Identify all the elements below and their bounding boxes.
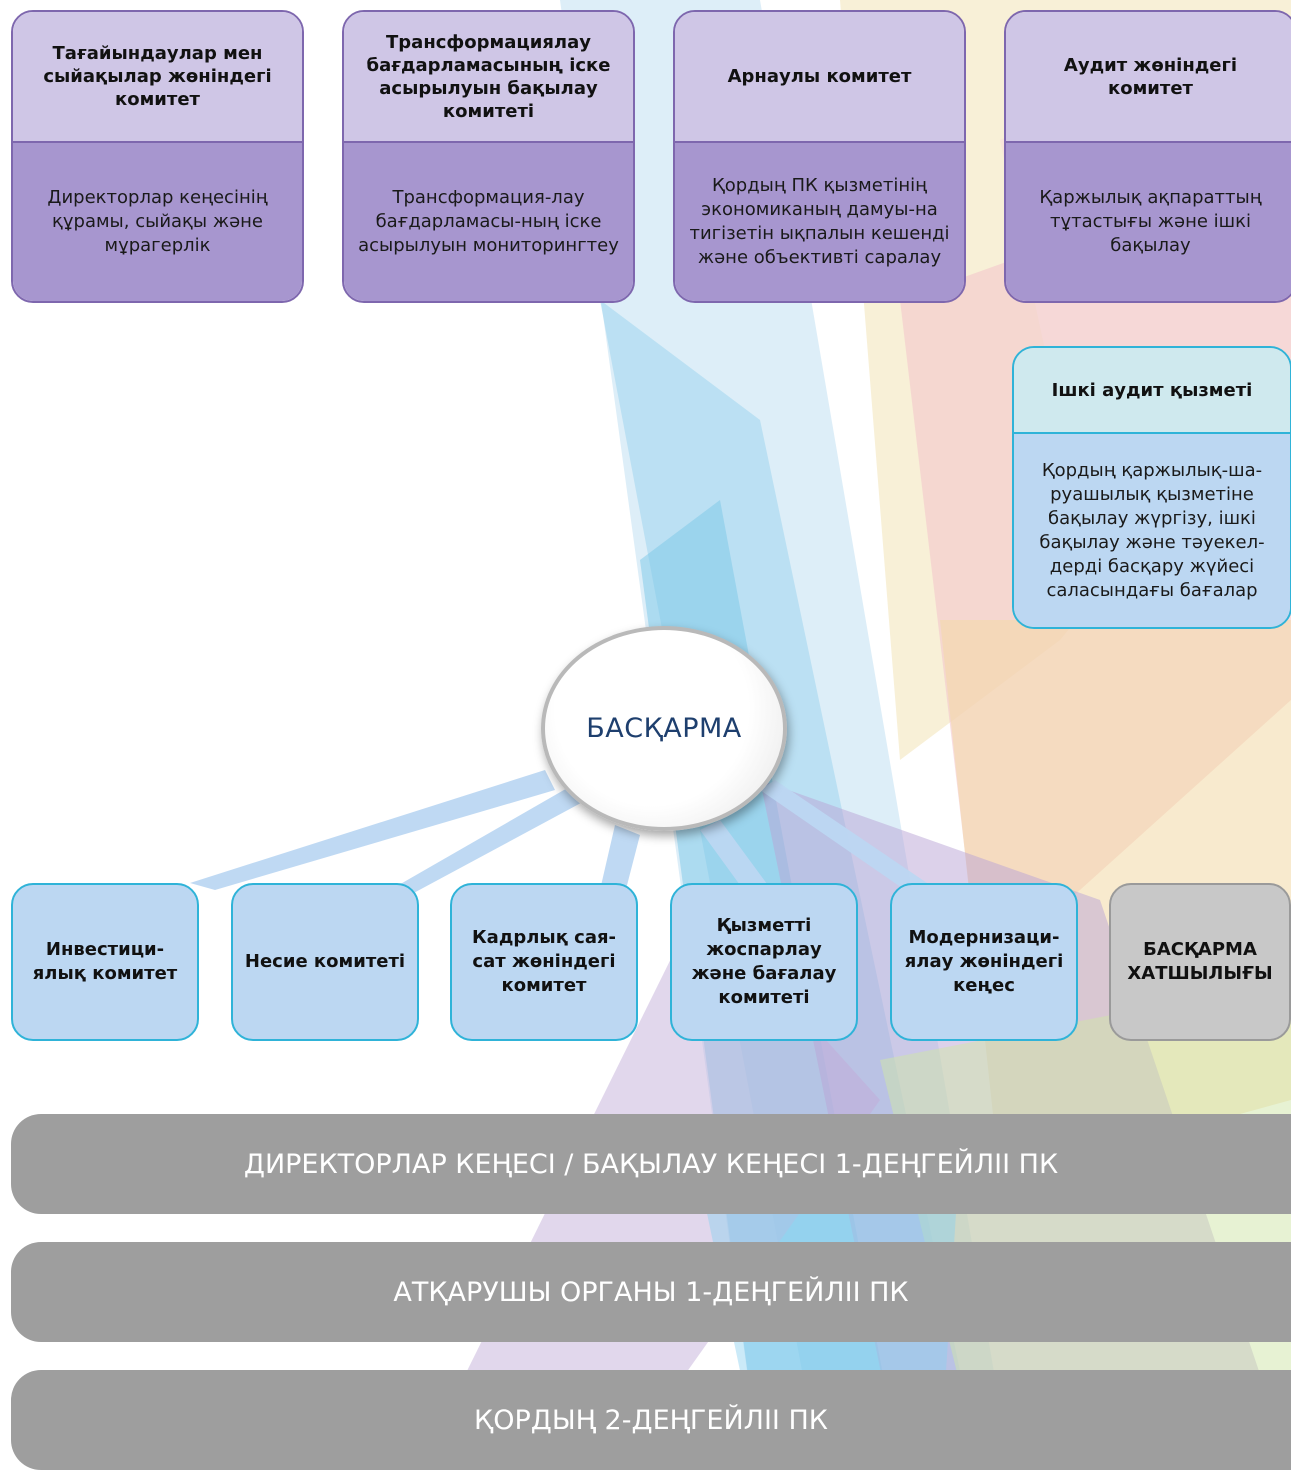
internal-audit-service: Ішкі аудит қызметі Қордың қаржылық-ша-ру… <box>1012 346 1291 629</box>
committee-title: Арнаулы комитет <box>675 12 964 143</box>
committee-description: Қордың ПК қызметінің экономиканың дамуы-… <box>675 143 964 301</box>
committee-transformation: Трансформациялау бағдарламасының іске ас… <box>342 10 635 303</box>
committee-description: Трансформация-лау бағдарламасы-ның іске … <box>344 143 633 301</box>
committee-audit: Аудит жөніндегі комитет Қаржылық ақпарат… <box>1004 10 1291 303</box>
internal-audit-description: Қордың қаржылық-ша-руашылық қызметіне ба… <box>1014 434 1290 627</box>
board-label: БАСҚАРМА <box>586 713 742 744</box>
sub-committee-modernization: Модернизаци-ялау жөніндегі кеңес <box>890 883 1078 1041</box>
sub-committee-hr-policy: Кадрлық сая-сат жөніндегі комитет <box>450 883 638 1041</box>
sub-committee-credit: Несие комитеті <box>231 883 419 1041</box>
committee-description: Директорлар кеңесінің құрамы, сыйақы жән… <box>13 143 302 301</box>
committee-special: Арнаулы комитет Қордың ПК қызметінің эко… <box>673 10 966 303</box>
board-secretariat: БАСҚАРМА ХАТШЫЛЫҒЫ <box>1109 883 1291 1041</box>
level-bar-directors: ДИРЕКТОРЛАР КЕҢЕСІ / БАҚЫЛАУ КЕҢЕСІ 1-ДЕ… <box>11 1114 1291 1214</box>
committee-title: Аудит жөніндегі комитет <box>1006 12 1291 143</box>
sub-committee-planning: Қызметті жоспарлау және бағалау комитеті <box>670 883 858 1041</box>
committee-title: Трансформациялау бағдарламасының іске ас… <box>344 12 633 143</box>
level-bar-fund: ҚОРДЫҢ 2-ДЕҢГЕЙЛІІ ПК <box>11 1370 1291 1470</box>
board-circle: БАСҚАРМА <box>541 626 787 831</box>
committee-description: Қаржылық ақпараттың тұтастығы және ішкі … <box>1006 143 1291 301</box>
committee-nominations: Тағайындаулар мен сыйақылар жөніндегі ко… <box>11 10 304 303</box>
committee-title: Тағайындаулар мен сыйақылар жөніндегі ко… <box>13 12 302 143</box>
internal-audit-title: Ішкі аудит қызметі <box>1014 348 1290 434</box>
sub-committee-investment: Инвестици-ялық комитет <box>11 883 199 1041</box>
level-bar-executive: АТҚАРУШЫ ОРГАНЫ 1-ДЕҢГЕЙЛІІ ПК <box>11 1242 1291 1342</box>
